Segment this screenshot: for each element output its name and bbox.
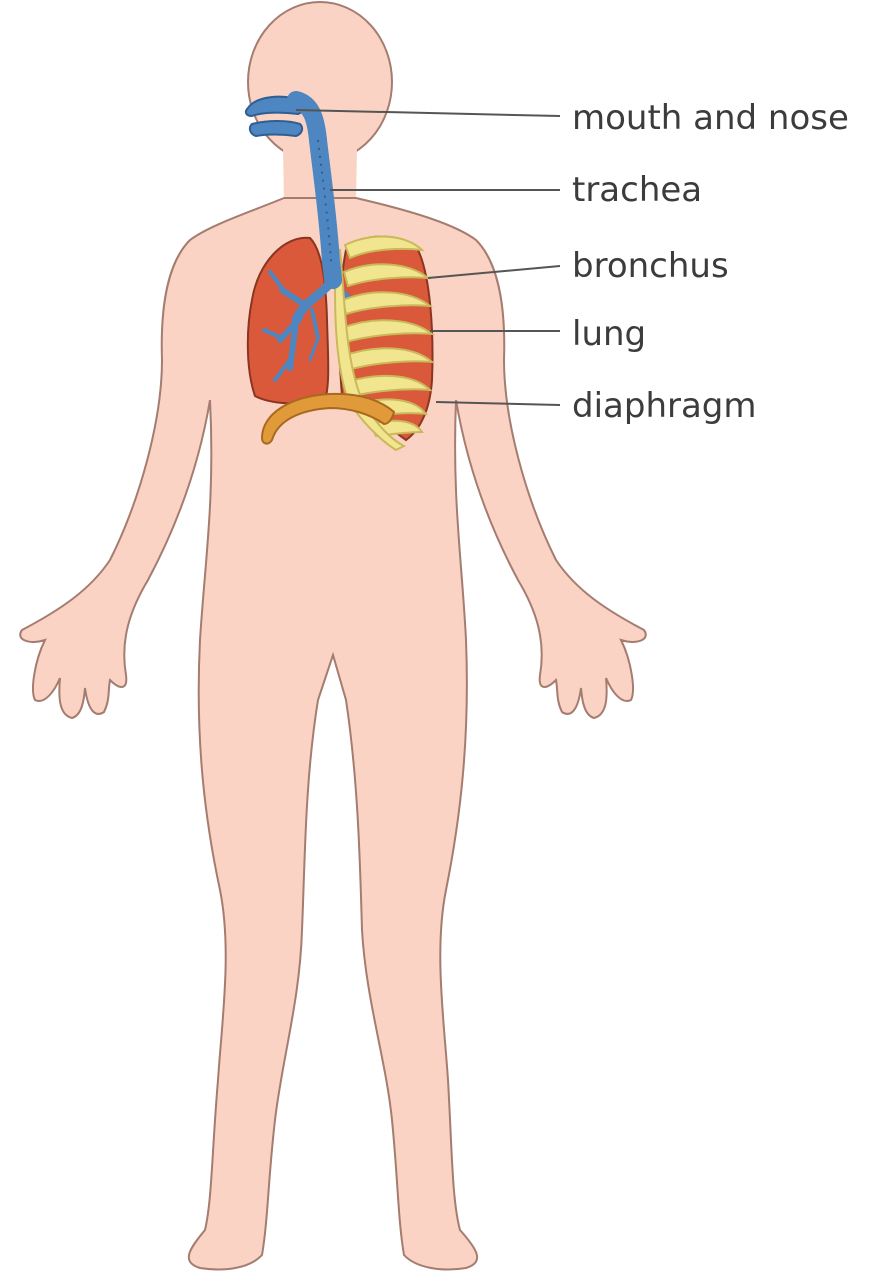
label-diaphragm: diaphragm <box>572 389 757 423</box>
label-lung: lung <box>572 317 646 351</box>
label-trachea: trachea <box>572 173 702 207</box>
oral-cavity <box>250 121 302 136</box>
label-mouth-and-nose: mouth and nose <box>572 101 849 135</box>
label-bronchus: bronchus <box>572 249 729 283</box>
body-outline <box>20 198 646 1269</box>
